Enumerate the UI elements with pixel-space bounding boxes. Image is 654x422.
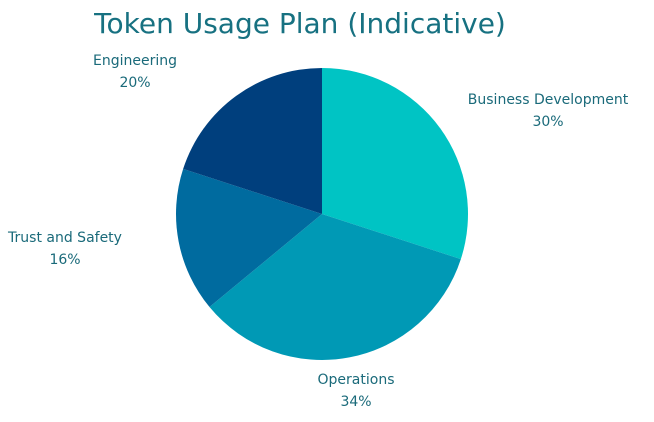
slice-label-business-development: Business Development	[468, 92, 629, 108]
pie-slice-trust-and-safety	[176, 168, 322, 308]
slice-label-engineering: Engineering	[93, 53, 177, 69]
slice-percent-business-development: 30%	[532, 114, 563, 130]
slice-percent-trust-and-safety: 16%	[49, 252, 80, 268]
pie-labels: Business Development 30% Operations 34% Trus…	[7, 53, 629, 410]
pie-slice-business-development	[322, 68, 468, 260]
slice-percent-engineering: 20%	[119, 75, 150, 91]
slice-percent-operations: 34%	[340, 394, 371, 410]
pie-slice-engineering	[183, 68, 322, 214]
pie-slice-operations	[209, 214, 461, 360]
pie-slices	[176, 68, 468, 360]
chart-title: Token Usage Plan (Indicative)	[93, 7, 506, 40]
slice-label-operations: Operations	[318, 372, 395, 388]
slice-label-trust-and-safety: Trust and Safety	[7, 230, 122, 246]
